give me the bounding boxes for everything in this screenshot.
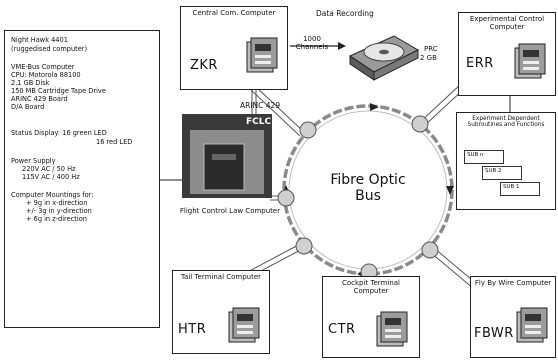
bus-label-line2: Bus [355,188,381,205]
flcc-photo [182,114,272,198]
spec-line: 150 MB Cartridge Tape Drive [11,87,106,95]
computer-icon [246,37,278,73]
computer-icon [376,311,408,347]
mount-title: Computer Mountings for: [11,191,94,199]
fbwr-code: FBWR [474,326,514,341]
power-title: Power Supply [11,157,56,165]
spec-line: VME-Bus Computer [11,63,75,71]
spec-line: CPU: Motorola 88100 [11,71,81,79]
prc-label: PRC [424,45,438,53]
subroutine-box: SUB 2 [482,166,522,180]
htr-label: Tail Terminal Computer [180,273,262,281]
htr-code: HTR [178,322,207,337]
bus-label: Fibre Optic Bus [320,172,416,204]
spec-line: 2.1 GB Disk [11,79,50,87]
status-line: Status Display: 16 green LED [11,129,107,137]
spec-line: ARINC 429 Board [11,95,68,103]
ctr-code: CTR [328,322,356,337]
zkr-label: Central Com. Computer [192,9,276,17]
status-line: 16 red LED [96,138,133,146]
recording-title: Data Recording [316,9,374,18]
spec-subtitle: (ruggedised computer) [11,45,88,53]
err-label: Experimental Control Computer [469,15,545,31]
ctr-label: Cockpit Terminal Computer [341,279,400,295]
hard-disk-icon [348,35,420,81]
zkr-code: ZKR [190,58,218,73]
subroutine-box: SUB 1 [500,182,540,196]
arinc-label: ARINC 429 [240,101,281,110]
computer-icon [516,307,548,343]
bus-label-line1: Fibre Optic [330,172,406,188]
flcc-code: FCLC [246,117,272,127]
subroutine-box: SUB n [464,150,504,164]
channels-label: 1000 Channels [295,35,329,51]
ring-nodes [277,115,439,281]
spec-panel [4,30,160,328]
computer-icon [228,307,260,343]
power-line: 220V AC / 50 Hz [22,165,76,173]
experiment-title: Experiment Dependent Subroutines and Fun… [467,116,545,129]
power-line: 115V AC / 400 Hz [22,173,80,181]
size-label: 2 GB [420,54,437,62]
mount-line: +/- 3g in y-direction [26,207,92,215]
mount-line: + 9g in x-direction [26,199,88,207]
err-code: ERR [466,56,494,71]
spec-line: D/A Board [11,103,45,111]
fbwr-label: Fly By Wire Computer [474,279,552,287]
mount-line: + 6g in z-direction [26,215,87,223]
computer-icon [514,43,546,79]
flcc-label: Flight Control Law Computer [179,207,281,215]
spec-title: Night Hawk 4401 [11,36,68,44]
